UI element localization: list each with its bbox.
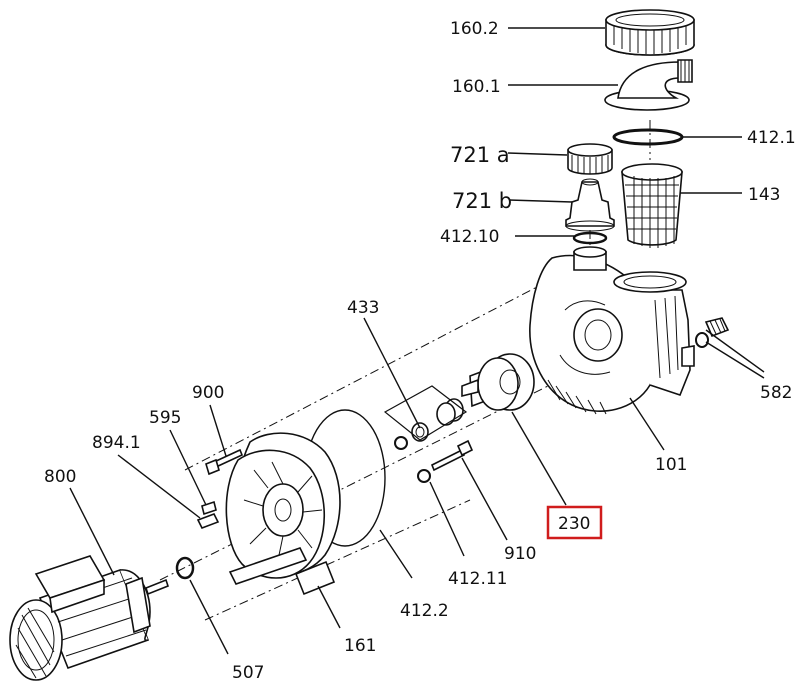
label-412-11: 412.11 [448, 569, 507, 589]
part-894-1-pad [196, 512, 220, 530]
label-433: 433 [347, 298, 379, 318]
highlight-box-230 [546, 505, 603, 540]
part-433-mechanical-seal [383, 385, 468, 450]
label-412-1: 412.1 [747, 128, 796, 148]
label-721b: 721 b [452, 189, 512, 213]
label-900: 900 [192, 383, 224, 403]
label-101: 101 [655, 455, 687, 475]
label-894-1: 894.1 [92, 433, 141, 453]
part-161-bracket [225, 432, 341, 596]
label-582: 582 [760, 383, 792, 403]
part-230-impeller [461, 353, 535, 411]
part-412-11-o-ring [417, 469, 431, 483]
part-143-strainer-basket [621, 163, 683, 248]
part-582-drain-plugs [695, 317, 730, 348]
label-143: 143 [748, 185, 780, 205]
part-910-bolt [430, 439, 474, 472]
label-507: 507 [232, 663, 264, 683]
part-160-1-elbow [604, 59, 693, 111]
label-230: 230 [558, 514, 590, 534]
part-507-ring [175, 556, 195, 580]
part-900-screw [205, 448, 244, 476]
label-161: 161 [344, 636, 376, 656]
part-800-motor [9, 555, 169, 681]
part-721b-nozzle [565, 178, 615, 232]
label-412-10: 412.10 [440, 227, 499, 247]
label-595: 595 [149, 408, 181, 428]
part-160-2-union-nut [605, 9, 695, 56]
leader-lines [69, 27, 765, 655]
label-800: 800 [44, 467, 76, 487]
label-160-1: 160.1 [452, 77, 501, 97]
part-412-1-o-ring [612, 128, 684, 146]
part-721a-cap [567, 143, 613, 175]
label-412-2: 412.2 [400, 601, 449, 621]
part-101-pump-housing [529, 246, 695, 415]
label-160-2: 160.2 [450, 19, 499, 39]
part-595-pad [201, 500, 217, 516]
part-412-10-o-ring [572, 231, 608, 245]
label-910: 910 [504, 544, 536, 564]
label-721a: 721 a [450, 143, 510, 167]
